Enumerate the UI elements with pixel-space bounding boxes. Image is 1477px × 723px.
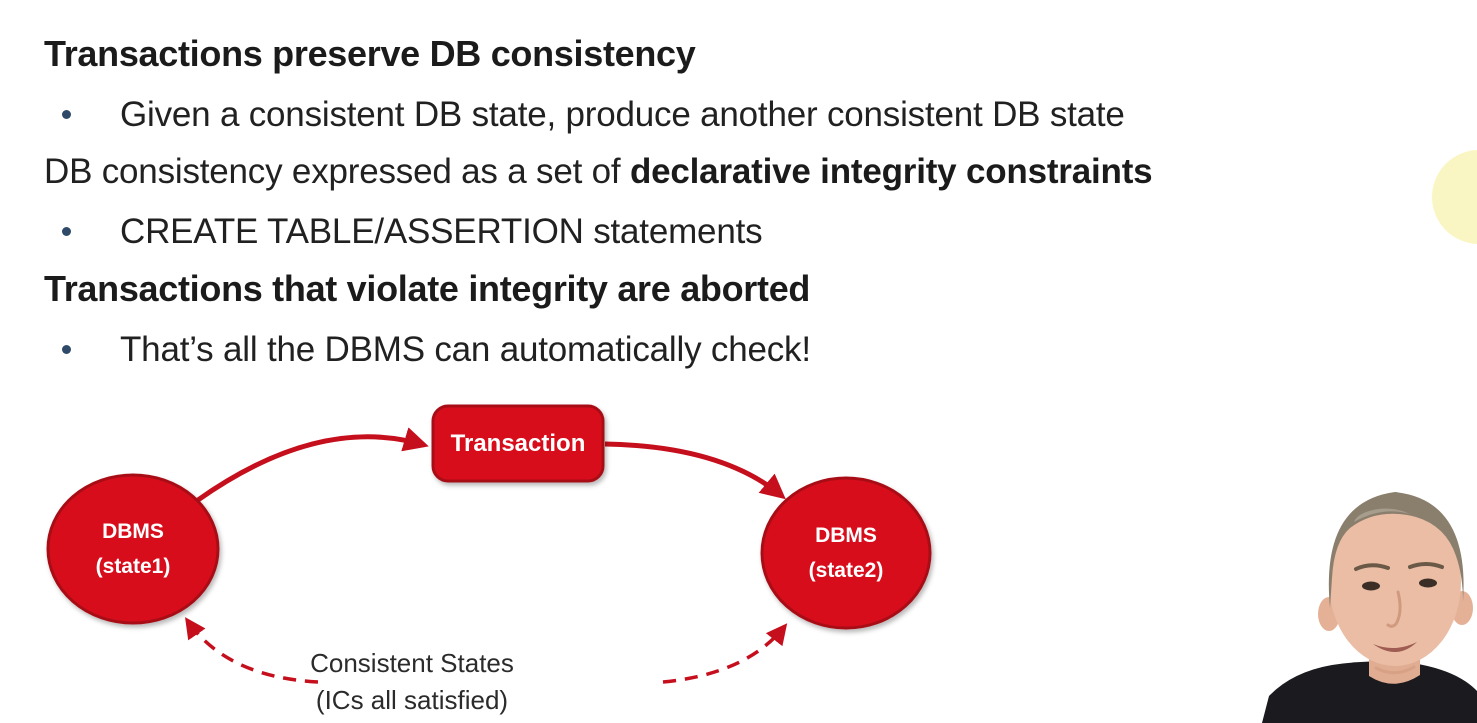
bullet-text-consistent-state: Given a consistent DB state, produce ano… (120, 95, 1125, 134)
bullet-text-dbms-check: That’s all the DBMS can automatically ch… (120, 330, 811, 369)
presenter-mouth (1373, 642, 1417, 653)
presenter-nose (1386, 590, 1402, 628)
bullet-dot (62, 227, 71, 236)
bullet-text-create-table: CREATE TABLE/ASSERTION statements (120, 212, 763, 251)
dbms-state2-label: DBMS (state2) (762, 517, 930, 589)
slide-heading-preserve-consistency: Transactions preserve DB consistency (44, 33, 696, 74)
presenter-eye-right (1419, 578, 1437, 588)
consistent-states-line2: (ICs all satisfied) (315, 685, 509, 715)
dbms-state1-line1: DBMS (102, 520, 164, 543)
consistent-states-label: Consistent States (ICs all satisfied) (282, 645, 542, 719)
bullet-item-1: Given a consistent DB state, produce ano… (62, 95, 1125, 135)
dashed-arrow-consistent-to-state2 (662, 623, 788, 684)
presenter-figure (1262, 492, 1477, 723)
slide-heading-violate-aborted: Transactions that violate integrity are … (44, 268, 811, 309)
presenter-eyebrow-right (1408, 562, 1444, 569)
presenter-eyebrow-left (1354, 563, 1390, 571)
presenter-face (1329, 498, 1461, 666)
dbms-state2-line1: DBMS (815, 524, 877, 547)
presenter-eye-left (1362, 581, 1380, 591)
presenter-hair (1328, 492, 1464, 608)
dbms-state1-label: DBMS (state1) (48, 513, 218, 585)
bullet-dot (62, 110, 71, 119)
presenter-webcam (1250, 430, 1477, 723)
bullet-dot (62, 345, 71, 354)
dbms-state2-line2: (state2) (808, 559, 884, 582)
highlight-cursor-dot (1432, 150, 1477, 244)
presenter-chin-shadow (1374, 665, 1416, 675)
transaction-node-label: Transaction (450, 429, 586, 457)
presenter-shirt (1262, 661, 1477, 723)
slide-line-integrity-constraints: DB consistency expressed as a set of dec… (44, 152, 1153, 192)
presenter-hair-gray-streak (1354, 508, 1410, 522)
solid-arrow-state1-to-transaction (196, 427, 429, 503)
line-bold-text: declarative integrity constraints (629, 152, 1153, 191)
dbms-state1-line2: (state1) (95, 555, 171, 578)
bullet-item-2: CREATE TABLE/ASSERTION statements (62, 212, 763, 252)
line-regular-text: DB consistency expressed as a set of (44, 152, 630, 191)
consistent-states-line1: Consistent States (310, 648, 514, 678)
solid-arrow-transaction-to-state2 (604, 441, 786, 500)
bullet-item-3: That’s all the DBMS can automatically ch… (62, 330, 811, 370)
